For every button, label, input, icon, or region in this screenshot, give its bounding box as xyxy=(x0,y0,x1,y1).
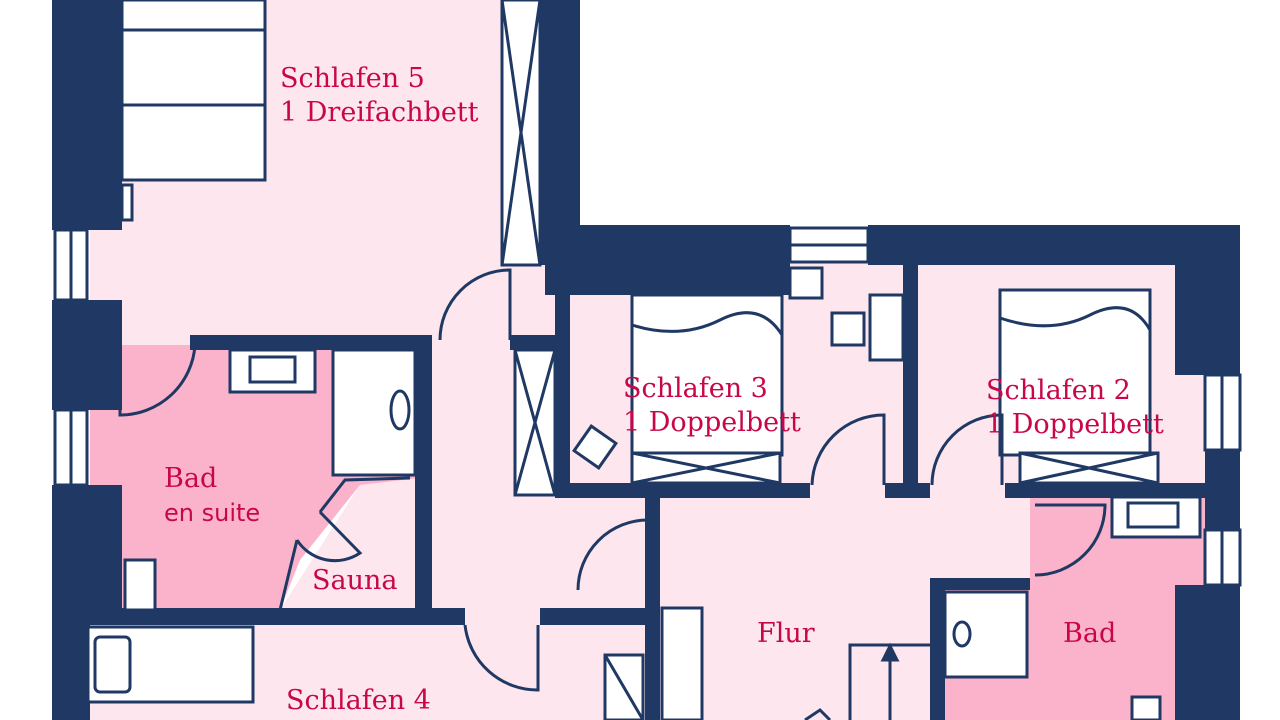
fixtures xyxy=(53,0,1242,720)
sauna-label: Sauna xyxy=(312,565,398,596)
schlafen-3-label: Schlafen 3 1 Doppelbett xyxy=(623,372,801,440)
double-bed xyxy=(630,293,784,457)
triple-bed xyxy=(120,0,267,182)
double-bed xyxy=(998,288,1152,457)
doors xyxy=(118,268,1107,720)
room-name: Schlafen 2 xyxy=(986,375,1131,406)
bad-en-suite-label: Bad en suite xyxy=(164,462,260,530)
schlafen-2-label: Schlafen 2 1 Doppelbett xyxy=(986,374,1164,442)
room-name: Schlafen 5 xyxy=(280,63,425,94)
schlafen-5-label: Schlafen 5 1 Dreifachbett xyxy=(280,62,479,130)
room-beds: 1 Dreifachbett xyxy=(280,97,479,128)
bad-label: Bad xyxy=(1063,618,1117,649)
room-name: Schlafen 3 xyxy=(623,373,768,404)
room-sub: en suite xyxy=(164,499,261,527)
flur-label: Flur xyxy=(757,618,815,649)
walls xyxy=(52,0,1240,720)
schlafen-4-label: Schlafen 4 xyxy=(286,685,431,716)
room-beds: 1 Doppelbett xyxy=(623,407,801,438)
room-beds: 1 Doppelbett xyxy=(986,409,1164,440)
room-name: Bad xyxy=(164,463,218,494)
